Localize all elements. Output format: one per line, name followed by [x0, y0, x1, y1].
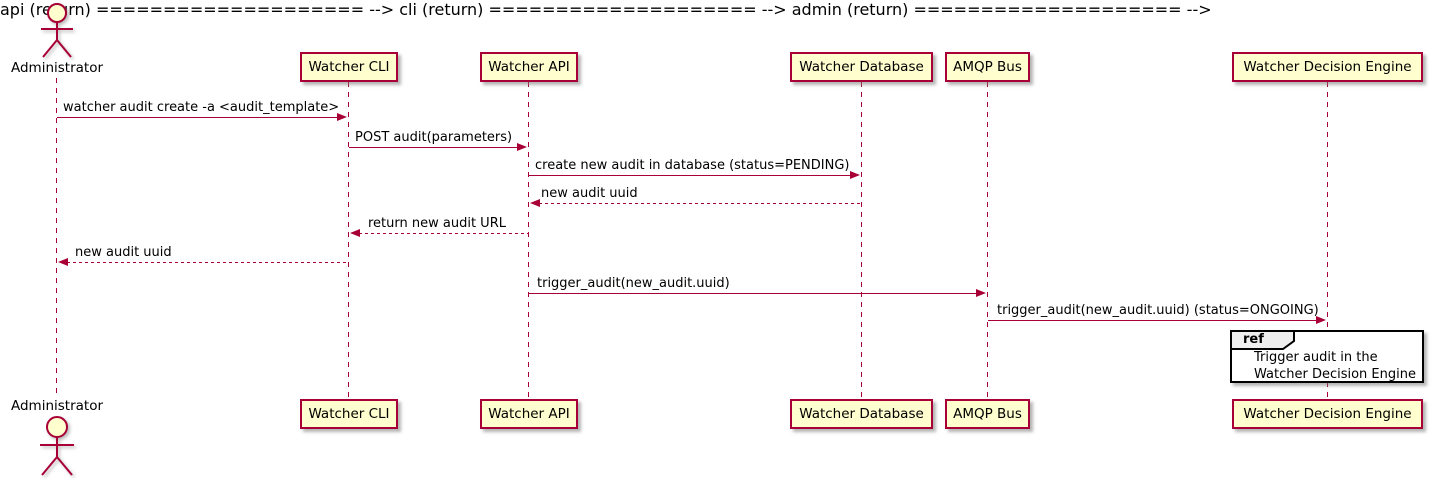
- message-5-line: [359, 233, 529, 234]
- administrator-actor-icon: [41, 3, 73, 58]
- message-6-arrowhead: [58, 258, 68, 266]
- message-7-arrowhead: [976, 289, 986, 297]
- ref-fragment: ref Trigger audit in the Watcher Decisio…: [1230, 330, 1424, 383]
- message-4-arrowhead: [530, 199, 540, 207]
- ref-text-line-2: Watcher Decision Engine: [1254, 367, 1416, 382]
- message-5-arrowhead: [350, 229, 360, 237]
- lifeline-watcher-cli: [348, 82, 349, 399]
- participant-watcher-decision-engine-top: Watcher Decision Engine: [1232, 52, 1423, 82]
- message-2-arrowhead: [517, 143, 527, 151]
- message-6-line: [67, 262, 349, 263]
- participant-watcher-decision-engine-bottom: Watcher Decision Engine: [1232, 399, 1423, 429]
- message-1-label: watcher audit create -a <audit_template>: [63, 100, 340, 115]
- message-4-line: [539, 203, 862, 204]
- participant-watcher-cli-top: Watcher CLI: [300, 52, 398, 82]
- message-2-label: POST audit(parameters): [355, 130, 513, 145]
- message-7-line: [529, 293, 978, 294]
- ref-text-line-1: Trigger audit in the: [1254, 350, 1378, 365]
- lifeline-watcher-database: [861, 82, 862, 399]
- actor-label-bottom: Administrator: [10, 398, 104, 414]
- ref-keyword: ref: [1243, 332, 1264, 347]
- message-1-arrowhead: [337, 113, 347, 121]
- participant-amqp-bus-top: AMQP Bus: [945, 52, 1030, 82]
- ref-header-pentagon: [1230, 330, 1295, 350]
- participant-watcher-database-bottom: Watcher Database: [790, 399, 933, 429]
- message-2-line: [349, 147, 519, 148]
- message-5-label: return new audit URL: [368, 216, 506, 231]
- participant-watcher-database-top: Watcher Database: [790, 52, 933, 82]
- message-8-label: trigger_audit(new_audit.uuid) (status=ON…: [997, 303, 1319, 318]
- message-1-line: [57, 117, 339, 118]
- message-3-line: [529, 175, 852, 176]
- lifeline-amqp-bus: [987, 82, 988, 399]
- lifeline-administrator: [56, 78, 57, 398]
- message-7-label: trigger_audit(new_audit.uuid): [537, 276, 730, 291]
- participant-watcher-api-top: Watcher API: [480, 52, 578, 82]
- participant-watcher-api-bottom: Watcher API: [480, 399, 578, 429]
- message-3-arrowhead: [850, 171, 860, 179]
- message-8-arrowhead: [1316, 316, 1326, 324]
- message-6-label: new audit uuid: [75, 245, 172, 260]
- lifeline-watcher-api: [528, 82, 529, 399]
- participant-watcher-cli-bottom: Watcher CLI: [300, 399, 398, 429]
- message-4-label: new audit uuid: [541, 186, 638, 201]
- lifeline-watcher-decision-engine: [1327, 82, 1328, 399]
- message-3-label: create new audit in database (status=PEN…: [535, 158, 850, 173]
- actor-label-top: Administrator: [10, 60, 104, 76]
- administrator-actor-icon-bottom: [40, 416, 74, 476]
- participant-amqp-bus-bottom: AMQP Bus: [945, 399, 1030, 429]
- message-8-line: [988, 320, 1318, 321]
